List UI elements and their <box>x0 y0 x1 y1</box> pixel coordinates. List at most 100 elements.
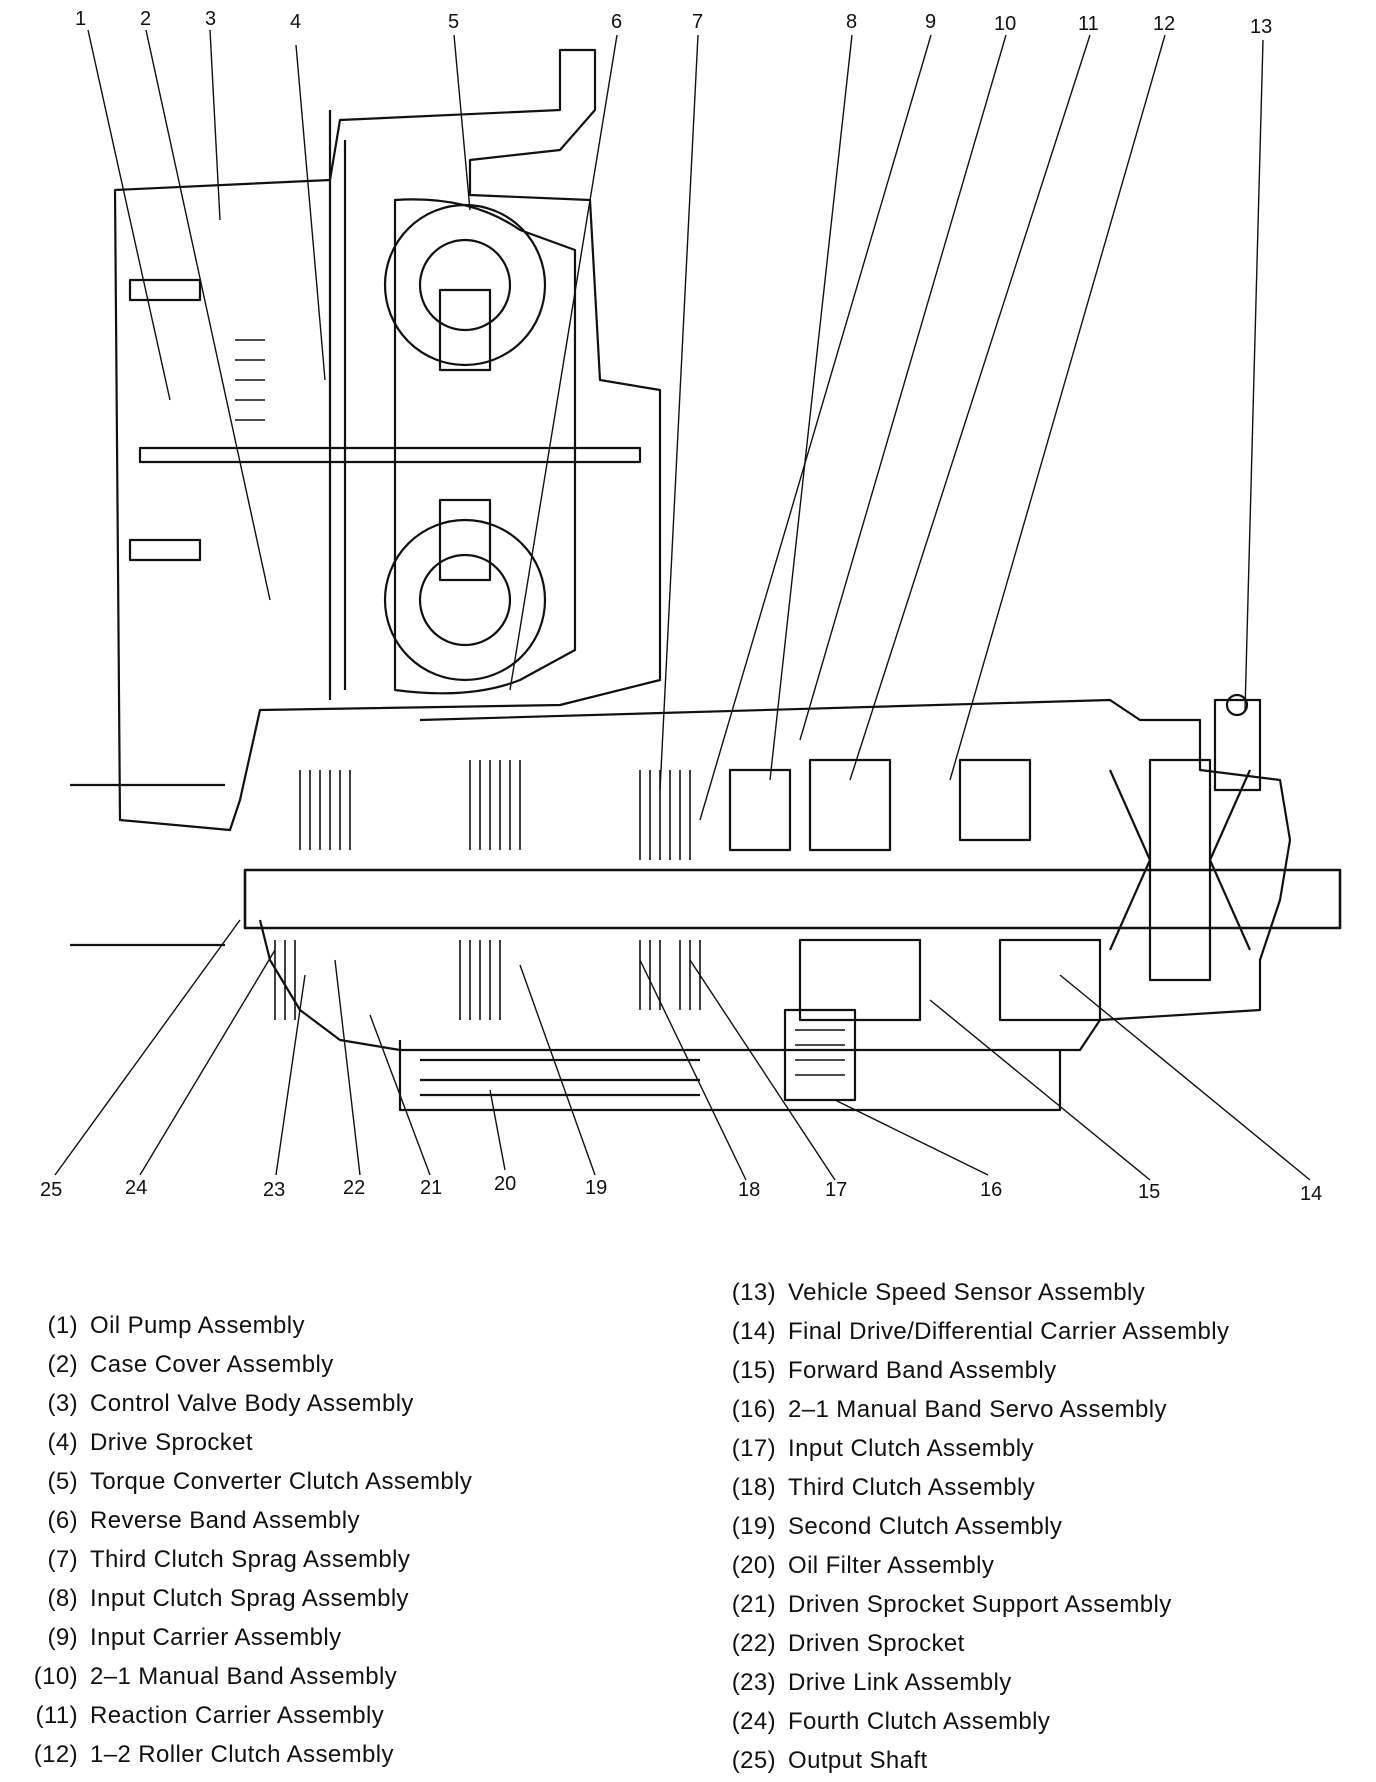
legend-number: (25) <box>731 1747 776 1774</box>
legend-number: (10) <box>33 1663 78 1690</box>
callout-20: 20 <box>494 1173 516 1195</box>
legend-number: (12) <box>33 1741 78 1768</box>
legend-label: Driven Sprocket Support Assembly <box>788 1591 1172 1618</box>
drive-shaft <box>138 446 642 464</box>
legend-item: (18) Third Clutch Assembly <box>720 1474 1035 1502</box>
legend-number: (8) <box>47 1585 78 1612</box>
legend-item: (19)Second Clutch Assembly <box>720 1513 1062 1541</box>
legend-label: 2–1 Manual Band Assembly <box>90 1663 398 1690</box>
valve-body-outline <box>328 110 347 700</box>
legend-item: (5)Torque Converter Clutch Assembly <box>22 1468 472 1496</box>
legend-item: (15) Forward Band Assembly <box>720 1357 1057 1385</box>
legend-item: (9) Input Carrier Assembly <box>22 1624 342 1652</box>
callout-15: 15 <box>1138 1181 1160 1203</box>
legend-label: Oil Filter Assembly <box>788 1552 995 1579</box>
legend-number: (1) <box>47 1312 78 1339</box>
legend-label: Output Shaft <box>788 1747 928 1774</box>
legend-label: 1–2 Roller Clutch Assembly <box>90 1741 394 1768</box>
legend-item: (10) 2–1 Manual Band Assembly <box>22 1663 397 1691</box>
legend-item: (25) Output Shaft <box>720 1747 928 1775</box>
callout-11: 11 <box>1078 13 1099 35</box>
legend-number: (3) <box>47 1390 78 1417</box>
legend-label: Case Cover Assembly <box>90 1351 334 1378</box>
torque-converter-outline <box>393 198 577 695</box>
legend-item: (12) 1–2 Roller Clutch Assembly <box>22 1741 394 1769</box>
legend-number: (15) <box>731 1357 776 1384</box>
legend-label: Reverse Band Assembly <box>90 1507 360 1534</box>
callout-10: 10 <box>994 13 1016 35</box>
legend-label: Driven Sprocket <box>788 1630 965 1657</box>
legend-label: Third Clutch Sprag Assembly <box>90 1546 411 1573</box>
callout-12: 12 <box>1153 13 1175 35</box>
legend-number: (24) <box>731 1708 776 1735</box>
input-carrier <box>728 768 792 852</box>
oil-filter <box>398 1040 1062 1112</box>
callout-13: 13 <box>1250 16 1272 38</box>
speed-sensor <box>1213 698 1262 792</box>
legend-number: (23) <box>731 1669 776 1696</box>
output-shaft <box>243 868 1342 930</box>
callout-16: 16 <box>980 1179 1002 1201</box>
legend-item: (11)Reaction Carrier Assembly <box>22 1702 384 1730</box>
callout-19: 19 <box>585 1177 607 1199</box>
legend-number: (9) <box>47 1624 78 1651</box>
legend-item: (7)Third Clutch Sprag Assembly <box>22 1546 410 1574</box>
callout-8: 8 <box>846 11 857 33</box>
callout-14: 14 <box>1300 1183 1322 1205</box>
legend-item: (16) 2–1 Manual Band Servo Assembly <box>720 1396 1167 1424</box>
callout-24: 24 <box>125 1177 147 1199</box>
legend-number: (2) <box>47 1351 78 1378</box>
legend-item: (17) Input Clutch Assembly <box>720 1435 1034 1463</box>
callout-23: 23 <box>263 1179 285 1201</box>
legend-number: (21) <box>731 1591 776 1618</box>
legend-label: Final Drive/Differential Carrier Assembl… <box>788 1318 1230 1345</box>
callout-9: 9 <box>925 11 936 33</box>
torque-converter-lower-half <box>383 518 547 682</box>
legend-item: (21) Driven Sprocket Support Assembly <box>720 1591 1172 1619</box>
legend-label: Input Clutch Assembly <box>788 1435 1034 1462</box>
callout-2: 2 <box>140 8 151 30</box>
legend-label: Input Carrier Assembly <box>90 1624 342 1651</box>
callout-17: 17 <box>825 1179 847 1201</box>
legend-item: (3) Control Valve Body Assembly <box>22 1390 414 1418</box>
transaxle-cross-section-drawing: 1 2 3 4 5 6 7 8 9 10 11 12 13 14 15 16 1… <box>40 8 1342 1205</box>
servo-assembly <box>783 1008 857 1102</box>
legend-item: (23)Drive Link Assembly <box>720 1669 1012 1697</box>
legend-label: 2–1 Manual Band Servo Assembly <box>788 1396 1167 1423</box>
legend-number: (6) <box>47 1507 78 1534</box>
legend-item: (14) Final Drive/Differential Carrier Ass… <box>720 1318 1229 1346</box>
legend-item: (24) Fourth Clutch Assembly <box>720 1708 1050 1736</box>
callout-4: 4 <box>290 11 301 33</box>
legend-label: Third Clutch Assembly <box>788 1474 1036 1501</box>
legend-label: Control Valve Body Assembly <box>90 1390 414 1417</box>
torque-converter-upper-half <box>383 203 547 367</box>
legend-number: (17) <box>731 1435 776 1462</box>
reaction-carrier <box>808 758 892 852</box>
right-housing-outline <box>258 698 1292 1052</box>
legend-label: Second Clutch Assembly <box>788 1513 1063 1540</box>
callout-21: 21 <box>420 1177 442 1199</box>
callout-7: 7 <box>692 11 703 33</box>
legend-number: (16) <box>731 1396 776 1423</box>
legend-label: Input Clutch Sprag Assembly <box>90 1585 409 1612</box>
legend-label: Vehicle Speed Sensor Assembly <box>788 1279 1146 1306</box>
callout-25: 25 <box>40 1179 62 1201</box>
transaxle-case-outline <box>113 48 662 832</box>
legend-label: Oil Pump Assembly <box>90 1312 305 1339</box>
legend-item: (13) Vehicle Speed Sensor Assembly <box>720 1279 1145 1307</box>
axle-stub-upper <box>70 783 225 947</box>
legend-item: (1) Oil Pump Assembly <box>22 1312 305 1340</box>
legend-number: (22) <box>731 1630 776 1657</box>
legend-item: (20)Oil Filter Assembly <box>720 1552 994 1580</box>
legend-item: (2) Case Cover Assembly <box>22 1351 334 1379</box>
legend-label: Drive Sprocket <box>90 1429 253 1456</box>
legend-number: (18) <box>731 1474 776 1501</box>
legend-number: (5) <box>47 1468 78 1495</box>
legend-label: Reaction Carrier Assembly <box>90 1702 385 1729</box>
legend-number: (13) <box>731 1279 776 1306</box>
legend-label: Fourth Clutch Assembly <box>788 1708 1051 1735</box>
legend-item: (22) Driven Sprocket <box>720 1630 965 1658</box>
legend-item: (6) Reverse Band Assembly <box>22 1507 360 1535</box>
legend-number: (14) <box>731 1318 776 1345</box>
legend-label: Forward Band Assembly <box>788 1357 1057 1384</box>
